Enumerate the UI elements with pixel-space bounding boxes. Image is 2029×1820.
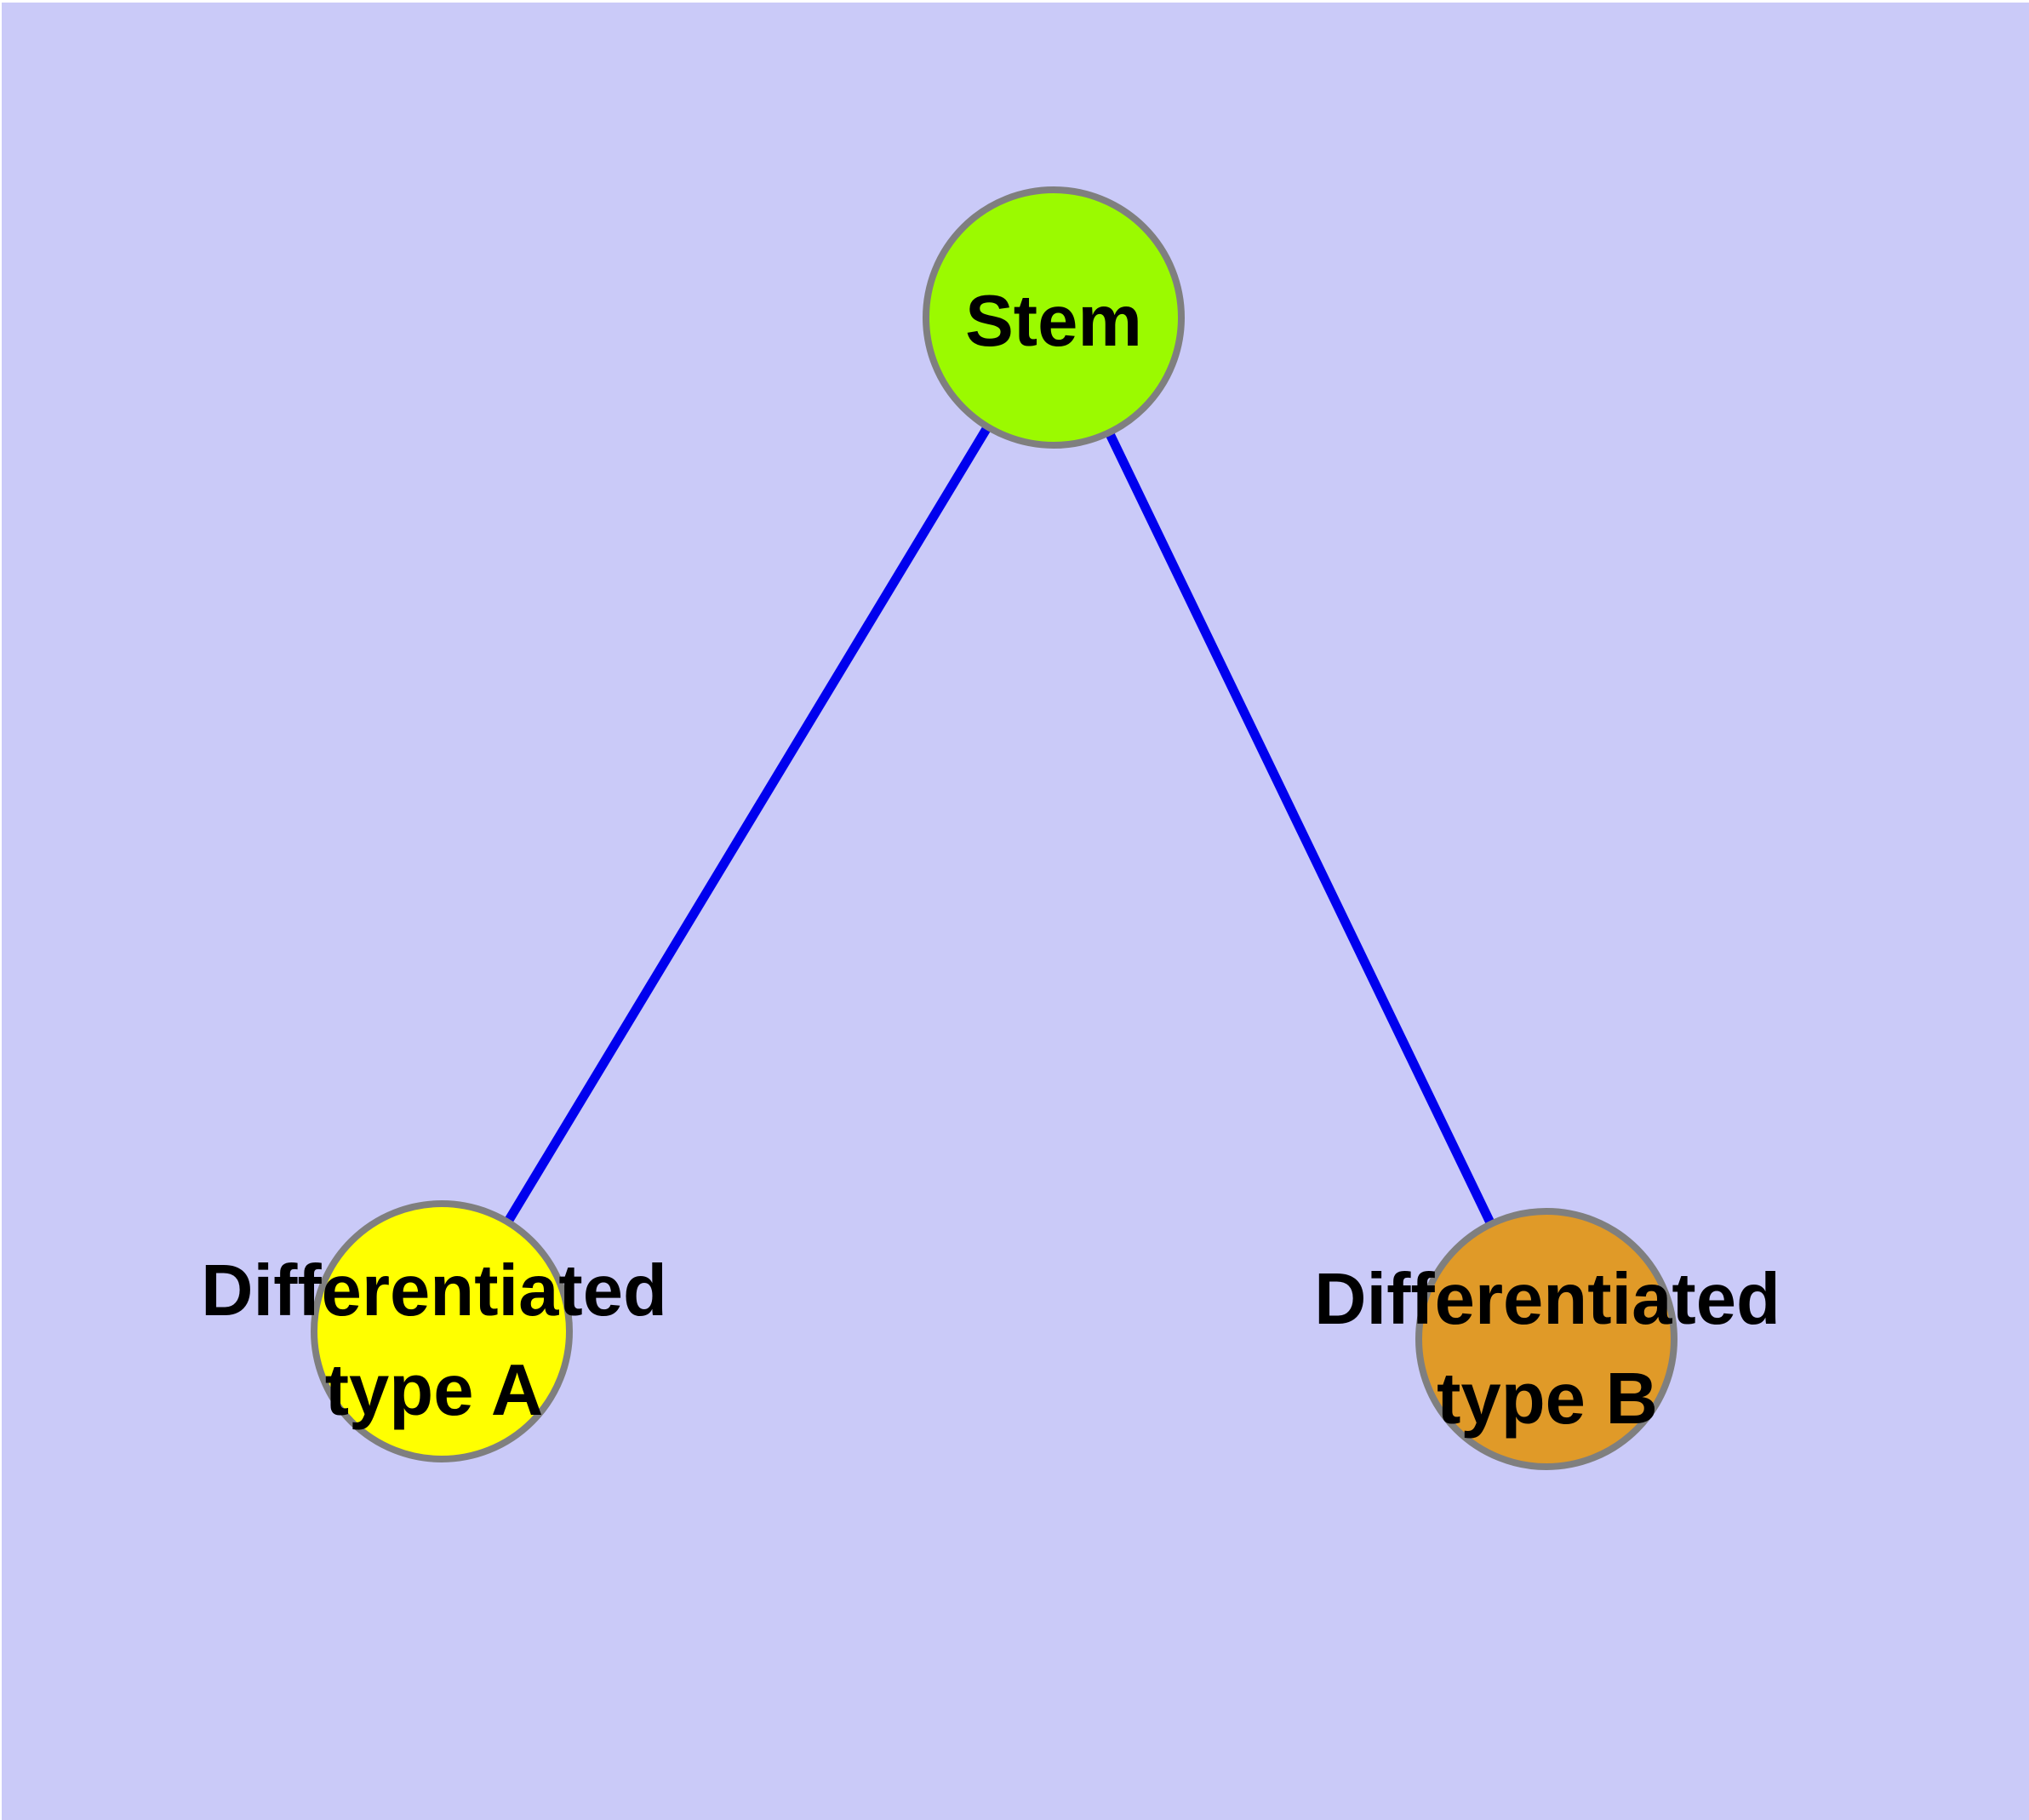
node-stem-circle — [923, 186, 1185, 449]
node-type-a-label-line2: type A — [325, 1350, 544, 1431]
node-differentiated-type-b: Differentiated type B — [1314, 1208, 1780, 1470]
node-stem-label: Stem — [965, 281, 1142, 362]
node-type-b-label: Differentiated type B — [1314, 1259, 1780, 1439]
node-type-a-circle — [311, 1200, 573, 1462]
node-type-b-circle — [1415, 1208, 1677, 1470]
edge-stem-to-type-a — [437, 315, 1058, 1334]
edge-stem-to-type-b — [1049, 315, 1551, 1342]
node-type-a-label: Differentiated type A — [201, 1251, 667, 1431]
node-type-b-label-line1: Differentiated — [1314, 1259, 1780, 1340]
node-type-b-label-line2: type B — [1437, 1359, 1658, 1439]
node-stem: Stem — [923, 186, 1185, 449]
node-type-a-label-line1: Differentiated — [201, 1251, 667, 1331]
node-differentiated-type-a: Differentiated type A — [201, 1200, 667, 1462]
